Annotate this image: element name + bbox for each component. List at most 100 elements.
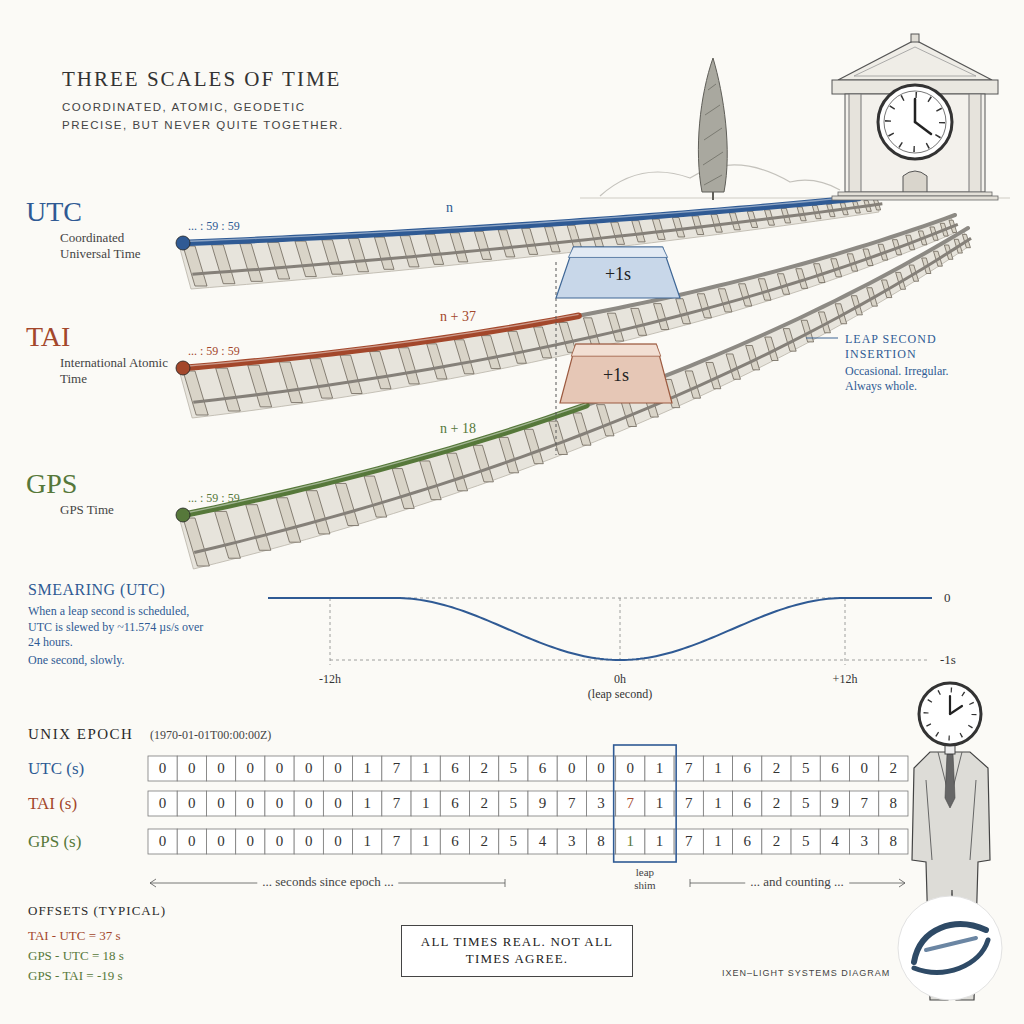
table-cell-box <box>879 791 908 816</box>
offset-value: GPS - UTC = 18 s <box>28 948 124 964</box>
sleeper <box>310 359 333 398</box>
table-cell: 0 <box>236 791 265 816</box>
table-cell-box <box>411 756 440 781</box>
sleeper <box>498 230 515 257</box>
finial <box>911 34 919 42</box>
table-cell-box <box>294 756 323 781</box>
table-cell: 5 <box>791 829 820 854</box>
table-cell-box <box>528 756 557 781</box>
table-cell-box <box>674 756 703 781</box>
sleeper <box>545 227 561 252</box>
table-cell: 5 <box>499 791 528 816</box>
table-cell: 7 <box>382 791 411 816</box>
table-cell-box <box>148 756 177 781</box>
sleeper <box>212 245 235 284</box>
sleeper <box>215 511 241 558</box>
table-cell-box <box>645 756 674 781</box>
rail-count: n <box>446 199 453 217</box>
table-cell-box <box>294 791 323 816</box>
sleeper <box>573 413 591 445</box>
table-cell-box <box>382 756 411 781</box>
leader-line <box>806 338 838 339</box>
table-cell: 6 <box>528 756 557 781</box>
table-cell: 7 <box>674 756 703 781</box>
motto-text: ALL TIMES REAL. NOT ALL TIMES AGREE. <box>417 934 617 968</box>
clock-hand <box>950 706 962 714</box>
table-cell: 0 <box>236 756 265 781</box>
table-cell-box <box>557 829 586 854</box>
span-label: ... seconds since epoch ... <box>257 874 398 890</box>
table-cell: 7 <box>382 756 411 781</box>
table-cell-box <box>762 829 791 854</box>
table-cell-box <box>177 829 206 854</box>
table-cell-box <box>177 791 206 816</box>
highlight-label: leap shim <box>627 866 663 892</box>
table-cell: 0 <box>265 791 294 816</box>
sleeper <box>335 483 358 525</box>
table-cell-box <box>762 756 791 781</box>
table-cell-box <box>674 791 703 816</box>
table-cell: 2 <box>470 756 499 781</box>
table-cell-box <box>294 829 323 854</box>
rail-end-cap <box>176 236 190 250</box>
table-cell-box <box>762 791 791 816</box>
logo <box>898 896 1002 1000</box>
table-cell: 1 <box>645 791 674 816</box>
guide-line <box>845 598 846 665</box>
alignment-guide <box>556 262 557 455</box>
subtitle: COORDINATED, ATOMIC, GEODETIC <box>62 100 306 114</box>
section-note: One second, slowly. <box>28 653 125 668</box>
table-cell: 2 <box>762 756 791 781</box>
table-cell-box <box>206 756 235 781</box>
table-cell-box <box>265 791 294 816</box>
watermark: IXEN–LIGHT SYSTEMS DIAGRAM <box>722 968 890 979</box>
table-cell: 0 <box>294 829 323 854</box>
table-cell-box <box>820 791 849 816</box>
sleeper <box>632 221 645 242</box>
pediment <box>838 40 992 80</box>
sleeper <box>364 476 387 517</box>
table-cell: 8 <box>879 791 908 816</box>
sleeper <box>508 331 527 363</box>
table-cell-box <box>236 756 265 781</box>
table-cell: 0 <box>265 829 294 854</box>
table-cell-box <box>382 829 411 854</box>
table-cell-box <box>557 756 586 781</box>
table-cell: 8 <box>586 829 615 854</box>
sleeper <box>611 222 625 244</box>
table-cell: 0 <box>206 791 235 816</box>
leap-highlight <box>614 745 676 862</box>
table-cell-box <box>791 829 820 854</box>
table-cell-box <box>850 756 879 781</box>
clock-face <box>878 85 952 159</box>
door <box>903 171 927 192</box>
table-cell: 7 <box>850 791 879 816</box>
table-cell-box <box>206 829 235 854</box>
table-cell-box <box>323 829 352 854</box>
shim-label: +1s <box>605 263 631 286</box>
table-cell-box <box>236 829 265 854</box>
sleeper <box>322 240 343 274</box>
table-cell: 1 <box>703 829 732 854</box>
sleeper <box>672 218 684 237</box>
offset-value: GPS - TAI = -19 s <box>28 968 123 984</box>
sleeper <box>374 237 394 269</box>
table-cell-box <box>557 791 586 816</box>
table-cell: 7 <box>674 829 703 854</box>
table-cell-box <box>703 791 732 816</box>
sleeper <box>279 362 302 403</box>
table-cell-box <box>850 829 879 854</box>
sleeper <box>589 224 603 247</box>
table-cell: 1 <box>703 791 732 816</box>
table-cell-box <box>733 791 762 816</box>
time-rail <box>183 316 579 368</box>
table-cell-box <box>499 829 528 854</box>
section-heading: SMEARING (UTC) <box>28 580 165 600</box>
rail-count: n + 37 <box>440 308 476 326</box>
table-cell-box <box>791 791 820 816</box>
table-cell: 1 <box>411 829 440 854</box>
shim-body <box>556 247 680 298</box>
sleeper <box>631 308 647 335</box>
rail-count: n + 18 <box>440 420 476 438</box>
